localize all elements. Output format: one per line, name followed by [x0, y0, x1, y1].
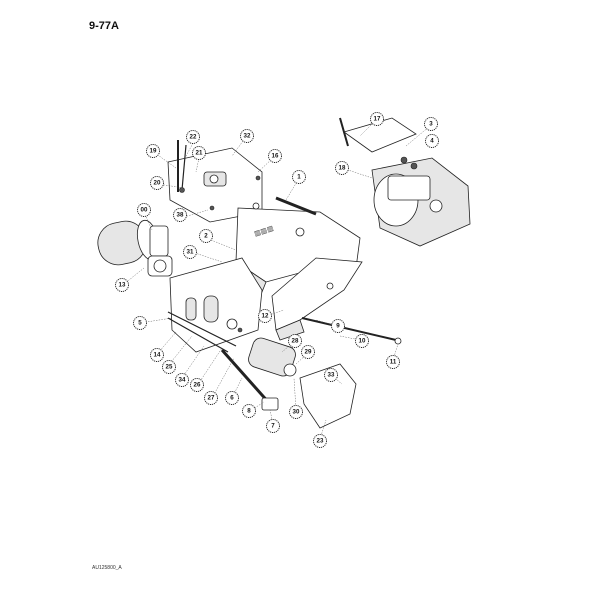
svg-text:11: 11: [390, 359, 397, 366]
svg-text:38: 38: [177, 212, 184, 219]
callout-1: 1: [292, 170, 306, 184]
callout-7: 7: [266, 419, 280, 433]
svg-text:00: 00: [141, 207, 148, 214]
svg-text:21: 21: [196, 150, 203, 157]
callout-28: 28: [288, 334, 302, 348]
callout-26: 26: [190, 378, 204, 392]
svg-text:20: 20: [154, 180, 161, 187]
callout-32: 32: [240, 129, 254, 143]
svg-text:5: 5: [138, 320, 142, 327]
page-id: 9-77A: [89, 20, 119, 32]
callout-16: 16: [268, 149, 282, 163]
document-code: AU125800_A: [92, 565, 122, 571]
svg-text:12: 12: [262, 313, 269, 320]
callout-5: 5: [133, 316, 147, 330]
svg-text:29: 29: [305, 349, 312, 356]
svg-text:9: 9: [336, 323, 340, 330]
callout-34: 34: [175, 373, 189, 387]
svg-text:8: 8: [247, 408, 251, 415]
svg-text:23: 23: [317, 438, 324, 445]
callout-9: 9: [331, 319, 345, 333]
svg-text:32: 32: [244, 133, 251, 140]
callout-27: 27: [204, 391, 218, 405]
svg-text:28: 28: [292, 338, 299, 345]
callout-19: 19: [146, 144, 160, 158]
hydraulic-motor: [97, 219, 173, 277]
callout-10: 10: [355, 334, 369, 348]
svg-text:6: 6: [230, 395, 234, 402]
svg-text:2: 2: [204, 233, 208, 240]
svg-text:7: 7: [271, 423, 275, 430]
svg-text:1: 1: [297, 174, 301, 181]
callout-21: 21: [192, 146, 206, 160]
callout-29: 29: [301, 345, 315, 359]
lower-actuator-assembly: [220, 337, 357, 429]
svg-text:4: 4: [430, 138, 434, 145]
callout-33: 33: [324, 368, 338, 382]
callout-11: 11: [386, 355, 400, 369]
callout-30: 30: [289, 405, 303, 419]
callout-3: 3: [424, 117, 438, 131]
svg-text:25: 25: [166, 364, 173, 371]
callout-31: 31: [183, 245, 197, 259]
cable-bracket-assembly: [167, 140, 263, 223]
lower-pivot-bracket: [271, 257, 402, 345]
drive-unit-housing: [339, 117, 471, 247]
svg-text:31: 31: [187, 249, 194, 256]
callout-22: 22: [186, 130, 200, 144]
callout-4: 4: [425, 134, 439, 148]
svg-text:10: 10: [359, 338, 366, 345]
svg-text:3: 3: [429, 121, 433, 128]
svg-text:14: 14: [154, 352, 161, 359]
side-mounting-plate: [167, 257, 263, 353]
svg-text:19: 19: [150, 148, 157, 155]
svg-text:30: 30: [293, 409, 300, 416]
callout-25: 25: [162, 360, 176, 374]
callout-8: 8: [242, 404, 256, 418]
callout-20: 20: [150, 176, 164, 190]
callout-18: 18: [335, 161, 349, 175]
svg-text:17: 17: [374, 116, 381, 123]
callout-2: 2: [199, 229, 213, 243]
svg-text:33: 33: [328, 372, 335, 379]
svg-text:22: 22: [190, 134, 197, 141]
callout-12: 12: [258, 309, 272, 323]
callout-17: 17: [370, 112, 384, 126]
callout-6: 6: [225, 391, 239, 405]
callout-23: 23: [313, 434, 327, 448]
svg-text:16: 16: [272, 153, 279, 160]
callout-14: 14: [150, 348, 164, 362]
callout-38: 38: [173, 208, 187, 222]
svg-text:18: 18: [339, 165, 346, 172]
svg-text:13: 13: [119, 282, 126, 289]
svg-text:26: 26: [194, 382, 201, 389]
svg-text:27: 27: [208, 395, 215, 402]
svg-text:34: 34: [179, 377, 186, 384]
callout-00: 00: [137, 203, 151, 217]
callout-13: 13: [115, 278, 129, 292]
